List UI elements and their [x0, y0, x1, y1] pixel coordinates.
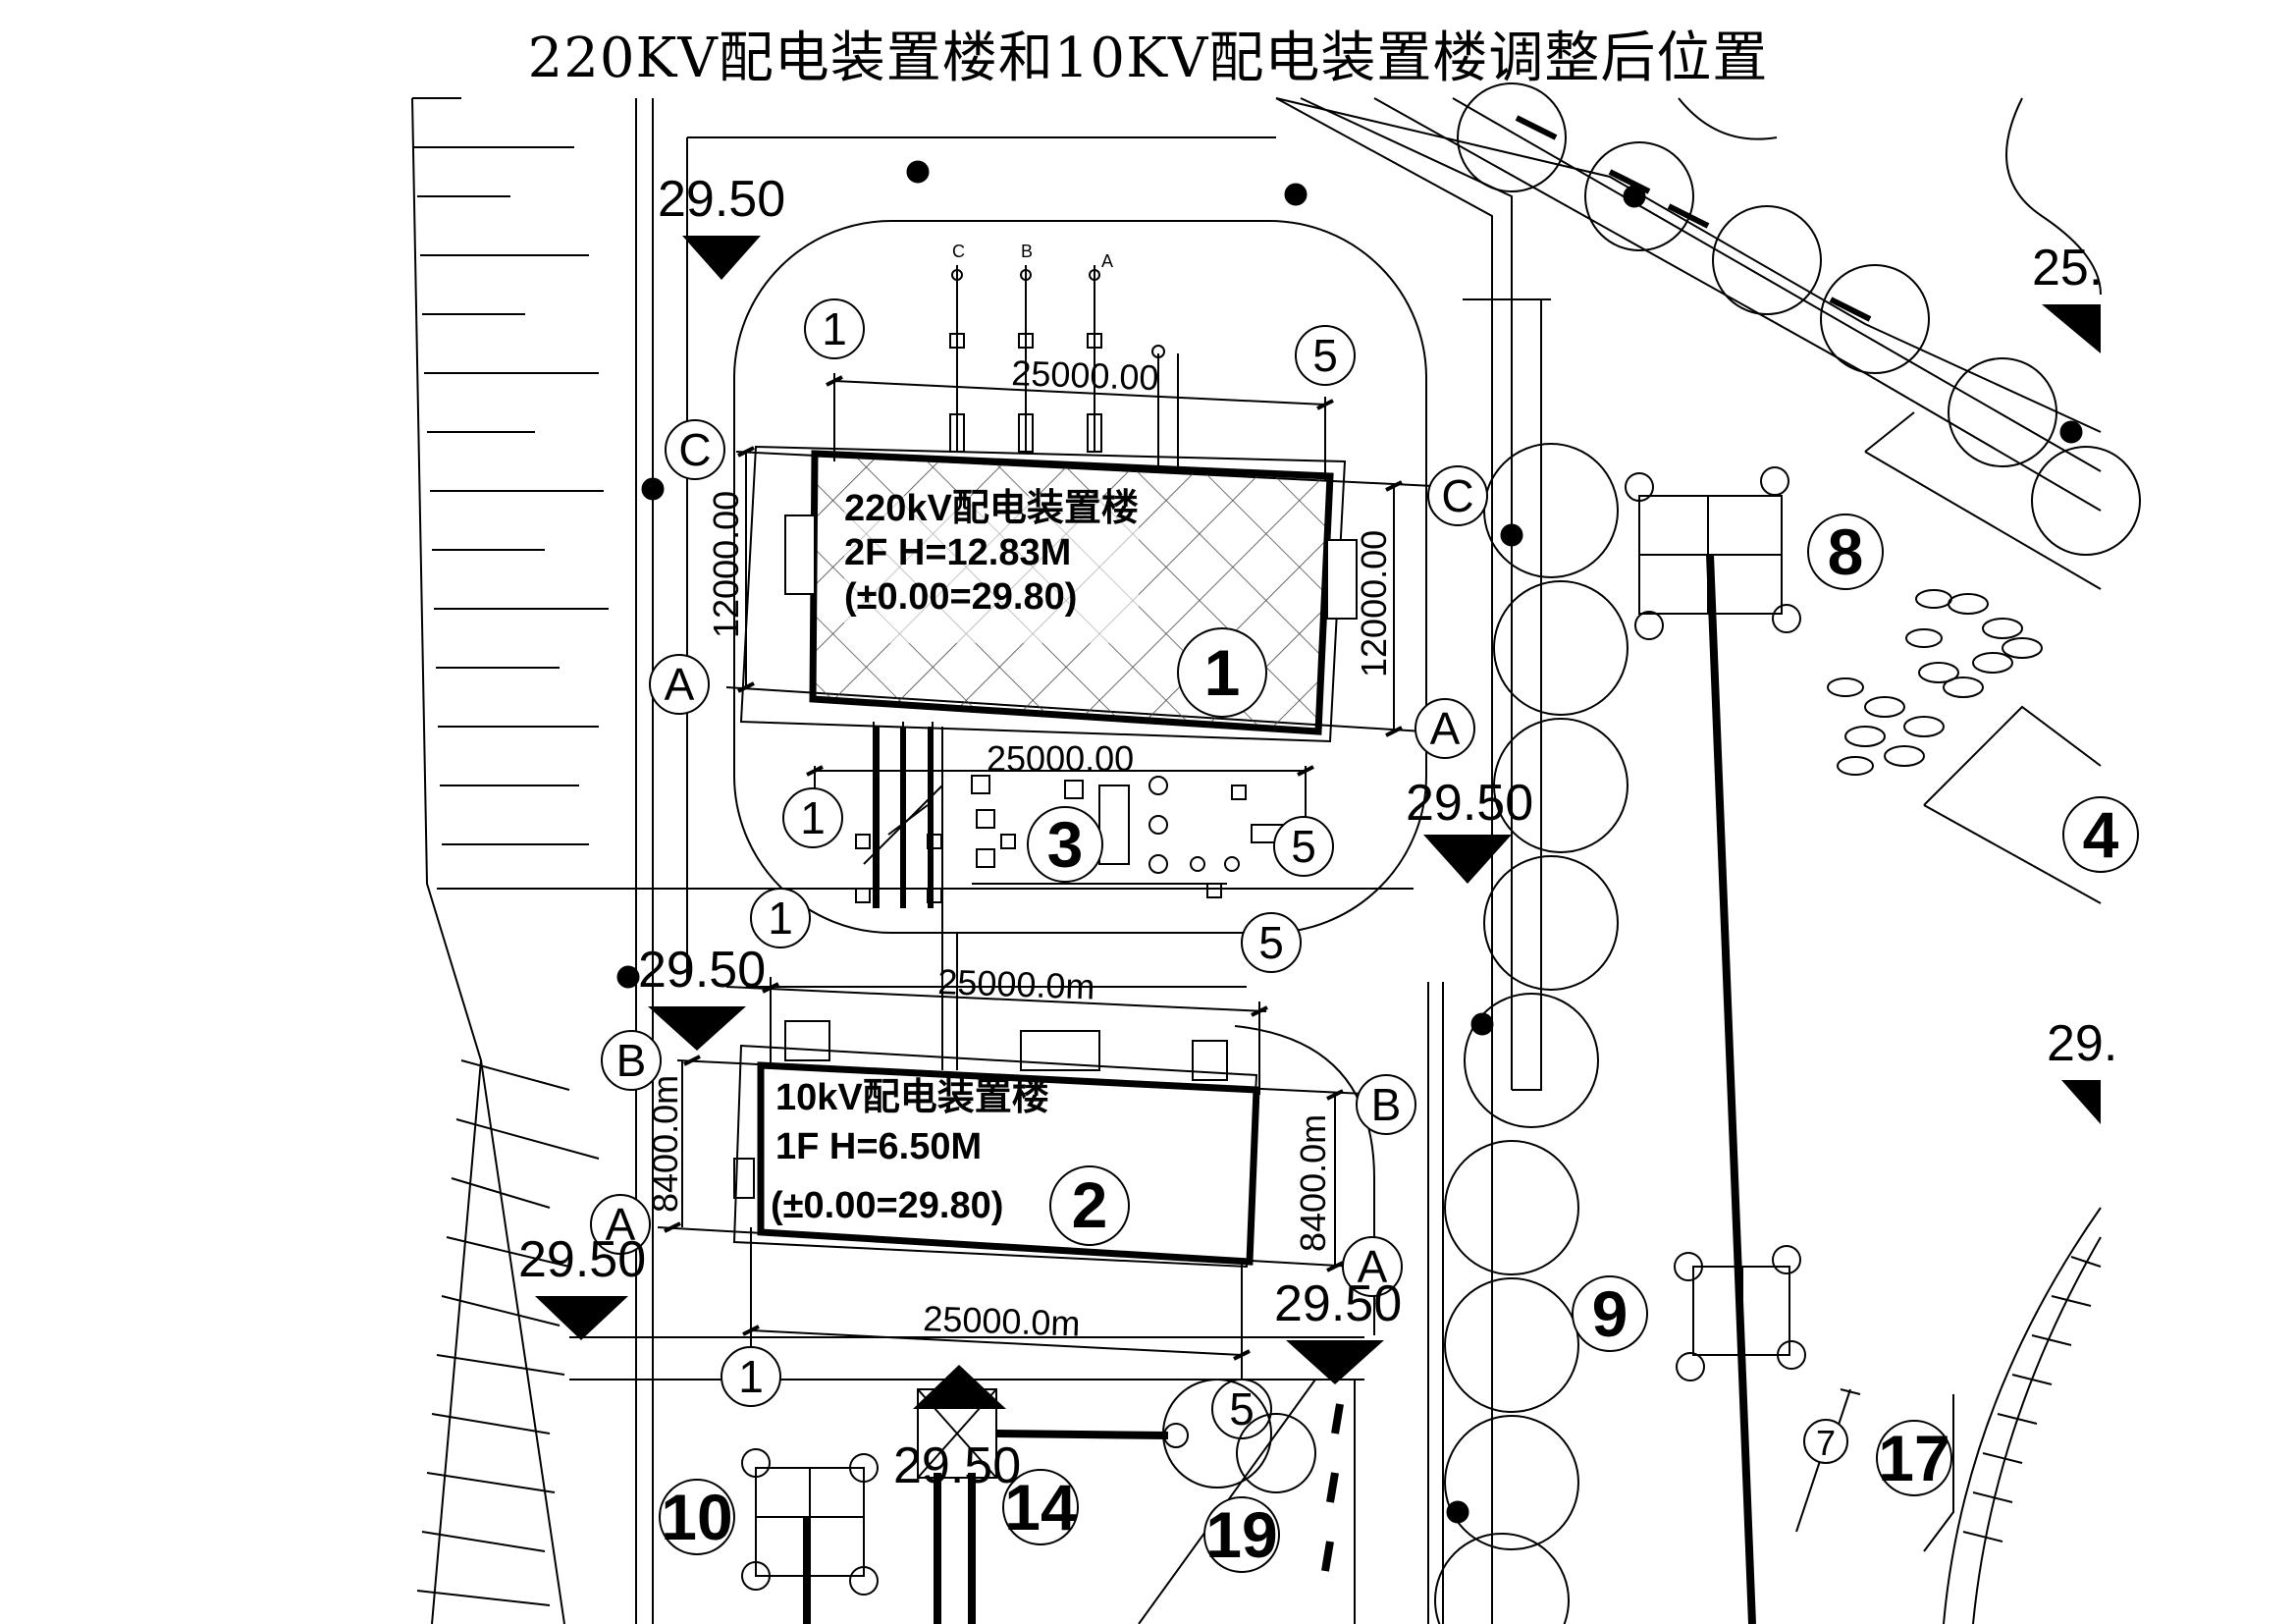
dim-10-width-bottom: 25000.0m	[923, 1298, 1081, 1344]
svg-text:A: A	[1358, 1241, 1388, 1292]
svg-text:5: 5	[1312, 330, 1338, 381]
dim-ticks-10	[664, 982, 1344, 1361]
svg-text:10: 10	[661, 1481, 732, 1553]
svg-text:29.50: 29.50	[1274, 1275, 1402, 1332]
left-slope-hatching	[412, 97, 609, 1606]
grid-axis-bubbles	[590, 298, 1488, 1439]
svg-text:C: C	[1441, 470, 1473, 521]
svg-text:29.50: 29.50	[1406, 775, 1533, 832]
phase-labels: C B A	[952, 242, 1113, 271]
svg-text:1: 1	[768, 893, 793, 944]
survey-markers	[616, 160, 2083, 1524]
svg-text:1: 1	[822, 303, 847, 354]
svg-text:1: 1	[738, 1351, 764, 1402]
svg-text:A: A	[1430, 703, 1461, 754]
drawing-title: 220KV配电装置楼和10KV配电装置楼调整后位置	[527, 27, 1769, 90]
elevation-triangles	[535, 236, 2101, 1409]
svg-text:29.50: 29.50	[658, 171, 785, 228]
building-220-name: 220kV配电装置楼	[844, 488, 1139, 529]
svg-text:5: 5	[1229, 1383, 1255, 1435]
svg-text:17: 17	[1878, 1422, 1949, 1494]
gantry-structure	[949, 265, 1551, 471]
building-10-floors: 1F H=6.50M	[775, 1126, 982, 1167]
slope-dashes	[1515, 115, 1872, 322]
equipment-area-3-bars	[874, 727, 934, 908]
svg-text:4: 4	[2083, 798, 2119, 871]
item-number-bubbles	[659, 514, 2139, 1573]
svg-text:B: B	[1371, 1079, 1402, 1130]
svg-text:25.: 25.	[2032, 240, 2103, 297]
svg-text:29.50: 29.50	[518, 1231, 646, 1288]
cable-lines	[803, 554, 1756, 1624]
building-220kv: 220kV配电装置楼 2F H=12.83M (±0.00=29.80) 1	[739, 445, 1358, 743]
svg-text:A: A	[1101, 251, 1113, 271]
svg-text:29.50: 29.50	[893, 1437, 1021, 1494]
svg-text:8: 8	[1828, 515, 1864, 588]
svg-text:14: 14	[1004, 1471, 1077, 1543]
svg-text:B: B	[1021, 242, 1033, 261]
building-220-number: 1	[1204, 636, 1241, 709]
dim-10-depth-left: 8400.0m	[645, 1075, 685, 1213]
dim-10-depth-right: 8400.0m	[1293, 1114, 1333, 1252]
dim-220-width-top: 25000.00	[1011, 352, 1159, 398]
elevation-labels: 29.50 29.50 29.50 29.50 29.50 29.50 25. …	[518, 171, 2117, 1494]
item-number-labels: 8 9 10 14 19 17 4	[661, 515, 2118, 1571]
site-boundary-lines	[411, 97, 1542, 1624]
svg-text:29.50: 29.50	[638, 942, 766, 999]
building-10-number: 2	[1072, 1168, 1108, 1241]
item-7-label: 7	[1816, 1423, 1836, 1463]
grid-axis-labels: 1 5 C C A A 1 5 1 5 B B A A 1 5	[606, 303, 1474, 1435]
building-10-elevation: (±0.00=29.80)	[771, 1185, 1003, 1226]
svg-text:A: A	[606, 1199, 636, 1250]
svg-text:C: C	[952, 242, 965, 261]
building-10-name: 10kV配电装置楼	[775, 1077, 1049, 1118]
substation-220-yard	[733, 220, 1427, 1335]
svg-text:5: 5	[1258, 917, 1284, 968]
garden-area	[1827, 589, 2102, 1552]
item-3-circle	[1027, 806, 1103, 883]
svg-text:B: B	[616, 1035, 647, 1086]
svg-text:C: C	[678, 424, 711, 475]
svg-text:A: A	[665, 659, 695, 710]
building-220-floors: 2F H=12.83M	[844, 532, 1071, 573]
dim-ticks-220	[737, 375, 1403, 777]
dim-220-width-bottom: 25000.00	[987, 738, 1134, 779]
dimension-lines-10	[657, 977, 1385, 1384]
svg-text:29.: 29.	[2047, 1015, 2117, 1072]
building-10kv: 10kV配电装置楼 1F H=6.50M (±0.00=29.80) 2	[732, 1020, 1260, 1269]
dim-220-depth-right: 12000.00	[1354, 530, 1394, 677]
svg-text:1: 1	[800, 792, 826, 843]
svg-text:9: 9	[1592, 1277, 1629, 1350]
svg-text:19: 19	[1205, 1498, 1277, 1571]
dim-220-depth-left: 12000.00	[706, 491, 746, 638]
item-3-number: 3	[1047, 808, 1084, 881]
lower-right-slope	[1943, 1207, 2102, 1624]
svg-text:5: 5	[1291, 821, 1316, 872]
building-220-elevation: (±0.00=29.80)	[844, 576, 1077, 618]
dim-10-width-top: 25000.0m	[937, 961, 1095, 1007]
